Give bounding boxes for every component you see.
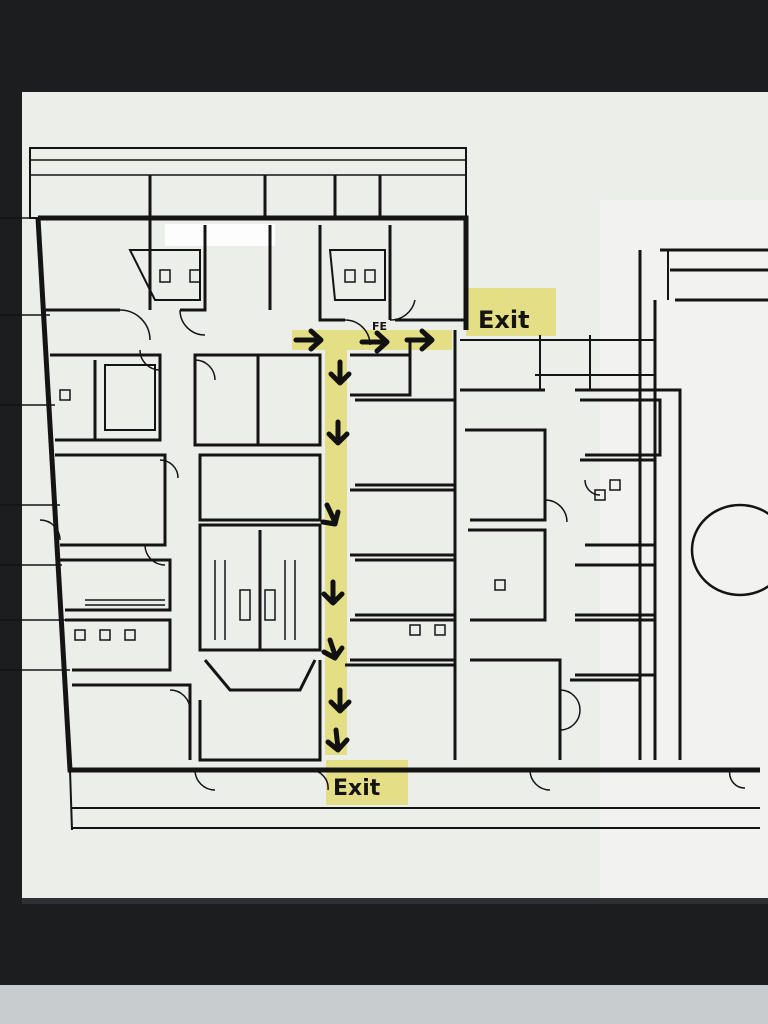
arrow-down-icon: [326, 419, 350, 446]
arrow-down-icon: [321, 637, 345, 661]
arrow-down-icon: [320, 502, 341, 527]
arrow-right-icon: [293, 328, 324, 352]
arrow-down-icon: [328, 687, 352, 714]
arrow-right-icon: [359, 330, 390, 354]
arrow-down-icon: [321, 579, 345, 606]
frame-bottom-bevel: [22, 898, 768, 904]
floor-plan: [0, 147, 768, 831]
exit-label-south: Exit: [333, 776, 381, 801]
route-arrows: [293, 328, 435, 753]
arrow-right-icon: [404, 328, 435, 352]
fire-extinguisher-label: FE: [372, 320, 387, 333]
glare: [600, 200, 768, 900]
arrow-down-icon: [328, 359, 352, 386]
arrow-down-icon: [325, 727, 350, 753]
frame-bottom-edge: [0, 902, 768, 985]
glare-reflection: [165, 224, 275, 246]
exit-label-east: Exit: [478, 306, 530, 334]
